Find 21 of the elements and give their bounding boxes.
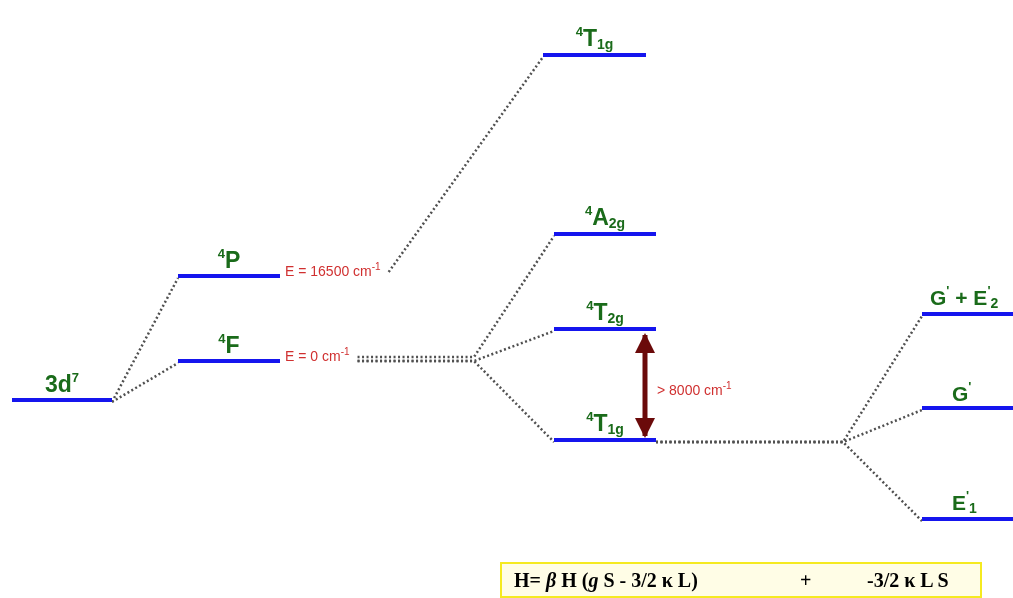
- edge-label: > 8000 cm$^{-1}$: [657, 380, 732, 397]
- hamiltonian-formula: H= β H (g S - 3/2 κ L): [514, 568, 698, 592]
- energy-value: E = 16500 cm$^{-1}$: [285, 262, 381, 278]
- term-symbol: $^{4}$T$_{2g}$: [585, 299, 625, 325]
- term-symbol: $^{4}$F: [217, 332, 241, 357]
- term-symbol: $^{4}$P: [216, 247, 242, 272]
- term-symbol: $^{4}$T$_{1g}$: [585, 410, 625, 436]
- term-symbol: G$^{'}$: [952, 380, 973, 404]
- term-symbol: $^{4}$A$_{2g}$: [583, 204, 627, 230]
- energy-value: E = 0 cm$^{-1}$: [285, 347, 350, 363]
- dotted-connector: [387, 56, 544, 273]
- double-arrow: [635, 333, 655, 438]
- dotted-connector: [357, 359, 555, 443]
- term-symbol: 3d$^{7}$: [43, 371, 81, 396]
- term-symbol: $^{4}$T$_{1g}$: [574, 25, 615, 51]
- dotted-connector: [111, 361, 179, 404]
- dotted-connector: [357, 235, 556, 359]
- hamiltonian-formula: +: [800, 568, 812, 592]
- formula-box: [500, 562, 982, 598]
- hamiltonian-formula: -3/2 κ L S: [867, 568, 949, 592]
- dotted-connector: [656, 440, 923, 522]
